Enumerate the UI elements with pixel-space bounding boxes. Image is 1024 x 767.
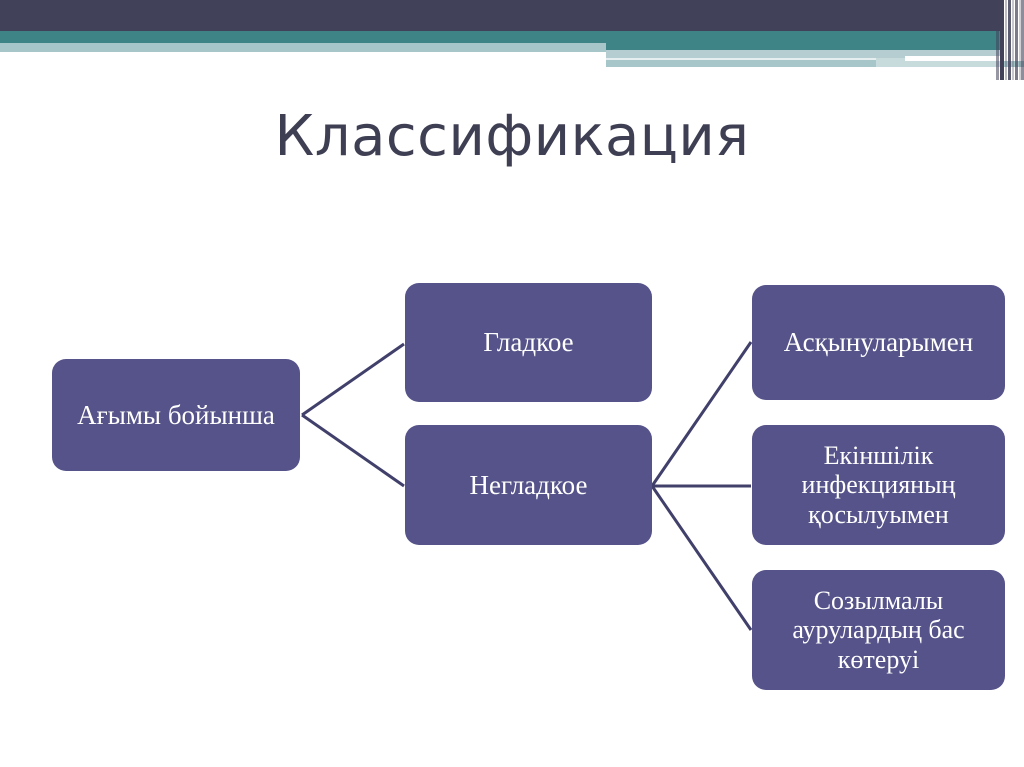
page-title: Классификация: [274, 104, 750, 169]
header-teal-band-right: [606, 31, 1000, 50]
header-light-teal-band-left: [0, 43, 606, 52]
edge-nonsmooth-to-complications: [650, 341, 753, 487]
header-dark-slate-band: [0, 0, 1000, 31]
edge-nonsmooth-to-chronic-flare: [650, 485, 753, 631]
header-light-teal-band-right-4: [876, 58, 1000, 67]
header-teal-band-left: [0, 31, 606, 43]
header-vertical-stripe-3: [1008, 0, 1011, 80]
header-pale-strip: [606, 58, 905, 60]
header-vertical-stripe-1: [1000, 0, 1004, 80]
diagram-node-smooth[interactable]: Гладкое: [405, 283, 652, 402]
header-white-notch-upper: [905, 56, 1024, 61]
header-vertical-stripe-4: [1012, 0, 1014, 80]
header-light-teal-band-right-3: [606, 60, 1024, 67]
edge-root-to-nonsmooth: [301, 413, 405, 488]
diagram-node-complications[interactable]: Асқынуларымен: [752, 285, 1005, 400]
diagram-node-root[interactable]: Ағымы бойынша: [52, 359, 300, 471]
diagram-node-secondary-infection[interactable]: Екіншілік инфекцияның қосылуымен: [752, 425, 1005, 545]
diagram-node-chronic-flare[interactable]: Созылмалы аурулардың бас көтеруі: [752, 570, 1005, 690]
header-vertical-stripe-7: [1021, 0, 1024, 80]
decorative-header-banner: [0, 0, 1024, 80]
header-vertical-stripe-6: [1019, 0, 1021, 80]
header-white-notch-lower: [760, 67, 1024, 80]
header-vertical-stripe-0: [996, 0, 999, 80]
diagram-node-nonsmooth[interactable]: Негладкое: [405, 425, 652, 545]
header-vertical-stripe-2: [1005, 0, 1007, 80]
header-vertical-stripe-5: [1015, 0, 1018, 80]
edge-root-to-smooth: [301, 342, 405, 417]
header-light-teal-band-right-1: [606, 50, 1000, 58]
